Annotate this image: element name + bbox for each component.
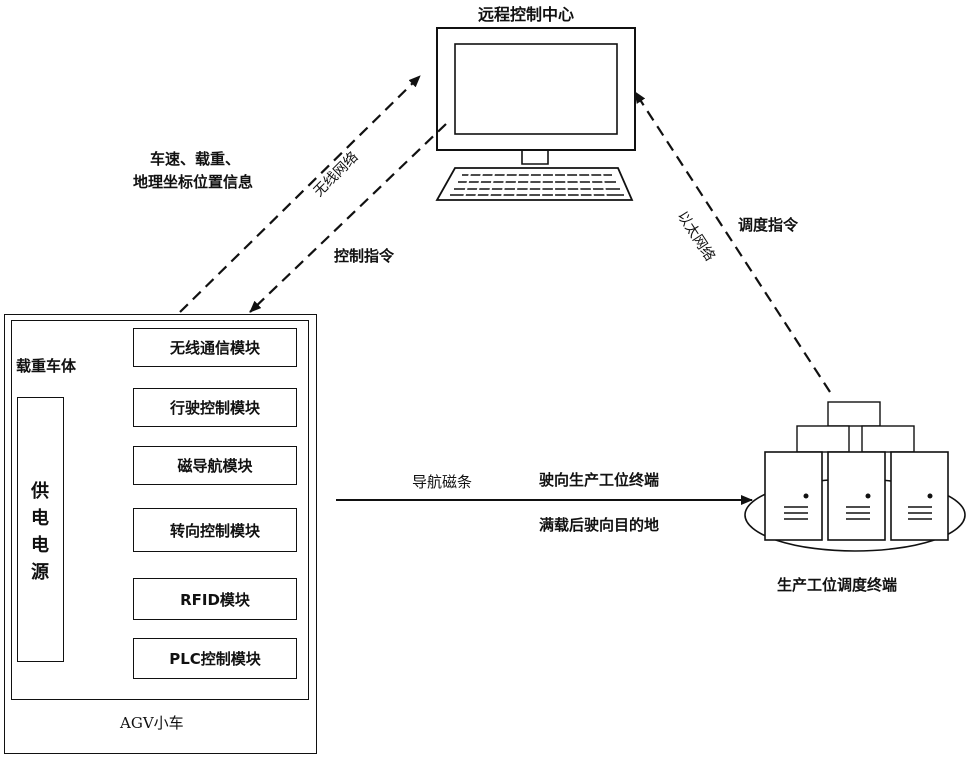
- load-body-label: 载重车体: [16, 357, 76, 375]
- status-arrow: [180, 76, 420, 312]
- full-load-label: 满载后驶向目的地: [539, 516, 659, 534]
- nav-strip-label: 导航磁条: [412, 473, 472, 491]
- dispatch-command-label: 调度指令: [738, 216, 798, 234]
- power-supply-label: 供 电 电 源: [28, 478, 52, 586]
- status-info-line2: 地理坐标位置信息: [133, 173, 253, 191]
- computer-icon: [437, 28, 635, 200]
- module-wireless-comm: 无线通信模块: [133, 328, 297, 367]
- module-magnetic-navigation: 磁导航模块: [133, 446, 297, 485]
- module-drive-control: 行驶控制模块: [133, 388, 297, 427]
- module-plc-control: PLC控制模块: [133, 638, 297, 679]
- drive-to-station-label: 驶向生产工位终端: [539, 471, 659, 489]
- remote-control-center-title: 远程控制中心: [478, 6, 574, 24]
- agv-label: AGV小车: [120, 714, 184, 732]
- module-rfid: RFID模块: [133, 578, 297, 620]
- server-terminal-icon: [745, 402, 965, 551]
- dispatch-arrow: [635, 92, 830, 392]
- dispatch-terminal-label: 生产工位调度终端: [777, 576, 897, 594]
- status-info-line1: 车速、载重、: [150, 150, 240, 168]
- control-command-label: 控制指令: [334, 247, 394, 265]
- module-steering-control: 转向控制模块: [133, 508, 297, 552]
